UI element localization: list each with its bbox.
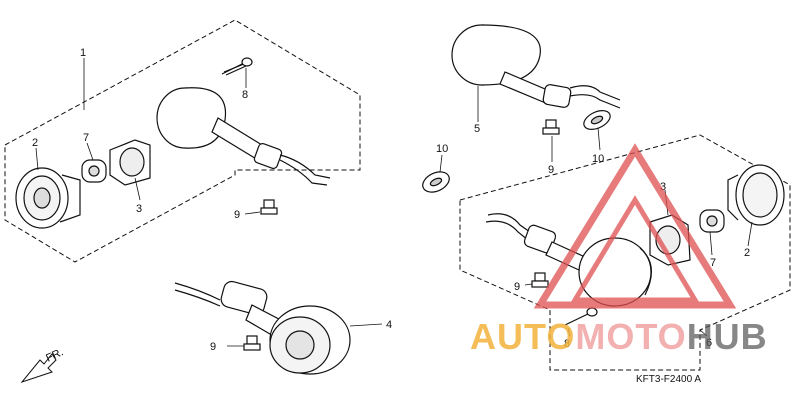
leader-lines [35,58,753,347]
lens-left [15,167,81,229]
housing-front-left [156,87,331,186]
callout-10-right: 10 [592,153,604,165]
bulb-right [699,209,725,233]
housing-rear-right [485,213,652,307]
callout-9-left: 9 [234,209,240,221]
bolt-9-mid [542,119,560,135]
callout-5: 5 [474,123,480,135]
callout-7-right: 7 [710,257,716,269]
grommet-10-left [422,171,450,193]
callout-9-mid: 9 [548,164,554,176]
bolt-9-left [260,199,278,215]
callout-7-left: 7 [83,132,89,144]
screw-8-right [564,307,598,326]
diagram-code: KFT3-F2400 A [636,374,701,385]
callout-1: 1 [80,47,86,59]
bulb-left [81,159,107,183]
group-box-rear-right [459,134,791,371]
watermark-logo [533,143,737,309]
callout-2-left: 2 [32,137,38,149]
socket-left [109,139,151,186]
bolt-9-lower [243,335,261,351]
grommet-10-right [583,110,611,130]
watermark-part-2: MOTO [575,316,687,357]
callout-9-right: 9 [514,281,520,293]
watermark-text: AUTOMOTOHUB [470,316,768,358]
callout-9-lower: 9 [210,341,216,353]
callout-3-right: 3 [660,181,666,193]
screw-8-top [221,57,253,76]
front-arrow-icon [20,353,57,384]
watermark-part-1: AUTO [470,316,576,357]
turn-signal-assembly-5 [451,24,621,109]
callout-8-top: 8 [242,89,248,101]
lens-right [727,164,785,226]
group-box-front-left [4,19,361,263]
callout-10-left: 10 [436,143,448,155]
turn-signal-assembly-4 [174,280,351,375]
callout-2-right: 2 [744,247,750,259]
callout-3-left: 3 [136,203,142,215]
watermark-part-3: HUB [686,316,768,357]
callout-6: 6 [706,337,712,349]
callout-8-right: 8 [564,338,570,350]
front-label: FR. [44,346,65,364]
callout-4: 4 [386,319,392,331]
bolt-9-right [531,272,549,288]
